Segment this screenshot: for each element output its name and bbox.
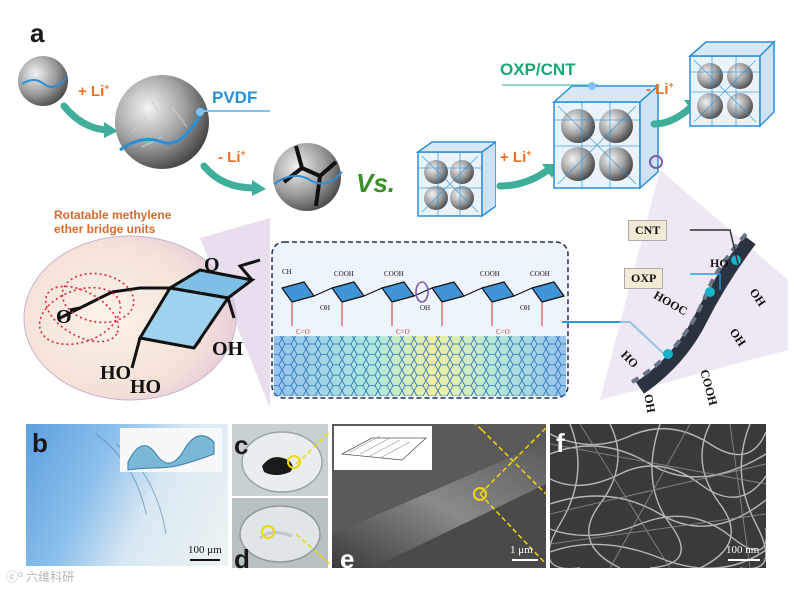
callout-lines — [690, 229, 739, 290]
panel-label-d: d — [234, 544, 250, 574]
scale-label-e: 1 μm — [510, 544, 533, 556]
label-minus-li-1: - Li+ — [218, 148, 246, 166]
label-pvdf: PVDF — [212, 88, 258, 107]
sugar-ring-bubble — [23, 218, 270, 408]
photo-c — [232, 424, 328, 496]
zoom-marker — [649, 155, 663, 169]
ring-ho-2: HO — [130, 376, 162, 398]
scale-label-b: 100 μm — [188, 544, 222, 556]
scale-bar-f — [728, 559, 760, 561]
chain-cooh-2: COOH — [384, 270, 404, 278]
label-minus-li-2: - Li+ — [646, 80, 674, 98]
cube-cluster-restored — [688, 40, 776, 128]
ring-o-top: O — [204, 254, 220, 276]
pvdf-line — [200, 110, 270, 112]
cnt-ho-1: HO — [710, 256, 729, 270]
watermark-logo-icon: ⓒ⁰ — [6, 570, 27, 584]
callout-oxp: OXP — [624, 268, 664, 289]
cnt-oh-3: OH — [641, 393, 659, 414]
label-plus-li-2: + Li+ — [500, 148, 532, 166]
ring-oh: OH — [212, 338, 244, 360]
watermark: ⓒ⁰ 六维科研 — [6, 570, 75, 584]
chain-co-2: C=O — [396, 328, 410, 336]
label-oxp-cnt: OXP/CNT — [500, 60, 576, 79]
expanded-particle — [115, 75, 209, 169]
label-plus-li-1: + Li+ — [78, 82, 110, 100]
panel-label-e: e — [340, 544, 355, 574]
cube-cluster-small — [415, 141, 496, 218]
chain-oh-2: OH — [420, 304, 431, 312]
chain-cooh-3: COOH — [480, 270, 500, 278]
chain-cooh-1: COOH — [334, 270, 354, 278]
photo-f — [550, 424, 766, 568]
chain-oh-3: OH — [520, 304, 531, 312]
scale-bar-e — [512, 559, 538, 561]
small-particle — [18, 56, 68, 106]
ring-o: O — [56, 306, 72, 328]
label-rotatable: Rotatable methylene ether bridge units — [54, 208, 172, 236]
cracked-particle — [273, 143, 343, 211]
chain-co-3: C=O — [496, 328, 510, 336]
photo-b — [26, 424, 228, 566]
cube-cluster-large — [552, 82, 660, 190]
arrow-2 — [200, 162, 266, 196]
chain-oh-1: OH — [320, 304, 331, 312]
oxp-cnt-line — [502, 84, 598, 86]
panel-label-c: c — [234, 430, 249, 460]
callout-cnt: CNT — [628, 220, 668, 241]
polymer-chain-box — [271, 241, 569, 399]
scale-bar-b — [190, 559, 220, 561]
chain-co-1: C=O — [296, 328, 310, 336]
label-vs: Vs. — [356, 168, 396, 198]
photo-d — [232, 498, 328, 568]
scale-label-f: 100 nm — [726, 544, 760, 556]
chain-ch3: CH — [282, 268, 292, 276]
arrow-1 — [60, 102, 118, 138]
panel-label-b: b — [32, 428, 48, 458]
ring-ho-1: HO — [100, 362, 132, 384]
panel-label-f: f — [556, 428, 565, 458]
panel-label-a: a — [30, 18, 45, 48]
photo-e — [332, 424, 546, 568]
chain-cooh-4: COOH — [530, 270, 550, 278]
